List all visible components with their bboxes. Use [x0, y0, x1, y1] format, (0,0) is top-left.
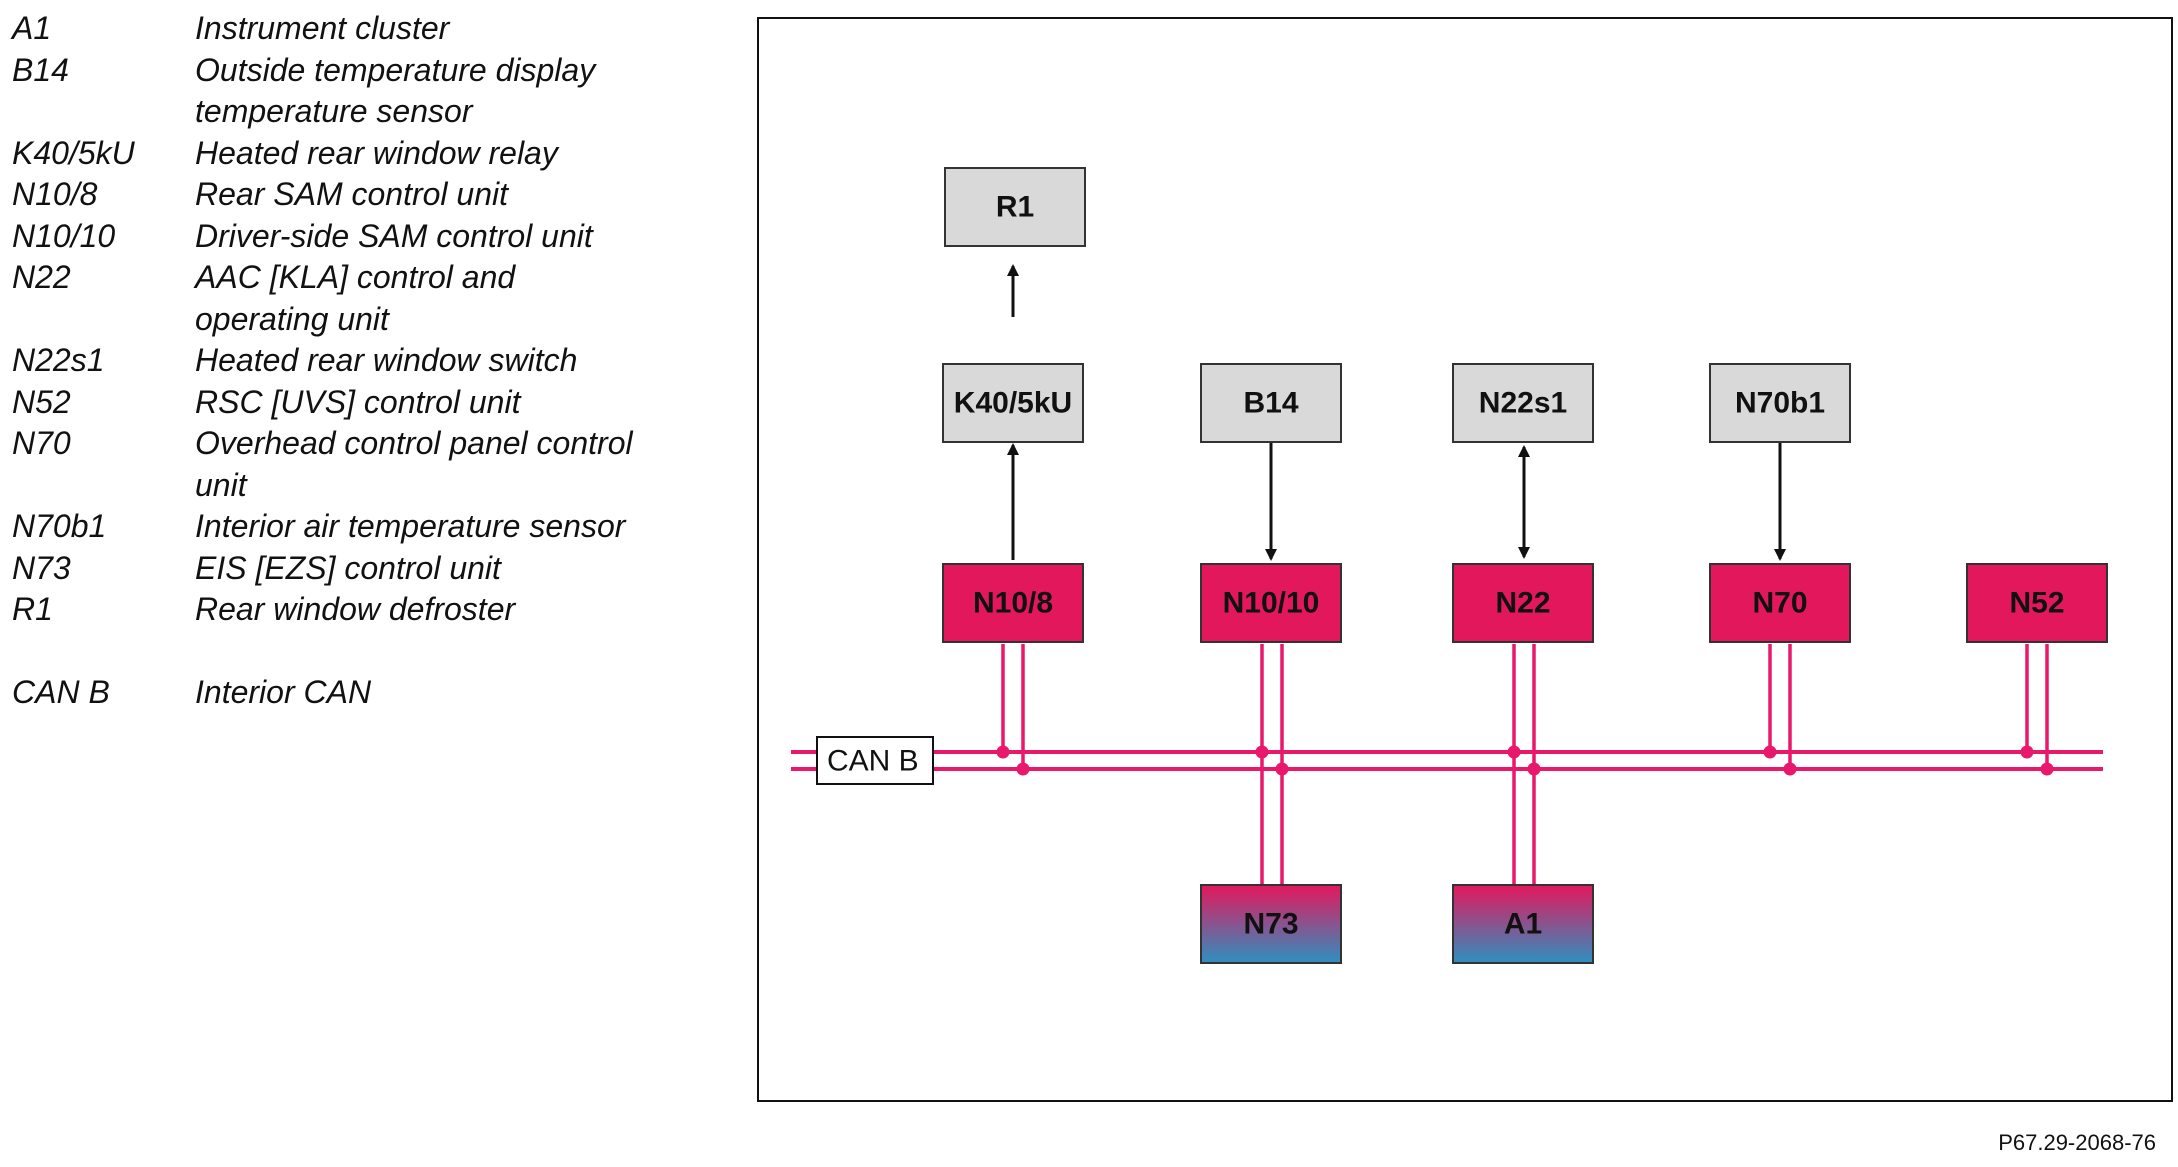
legend-desc: Heated rear window relay	[195, 134, 558, 171]
legend-row: N22s1 Heated rear window switch	[12, 340, 712, 382]
n10-8-label: N10/8	[973, 587, 1053, 620]
legend-row: B14 Outside temperature display temperatu…	[12, 50, 712, 133]
legend-code: B14	[12, 51, 69, 88]
legend-row: R1 Rear window defroster	[12, 589, 712, 631]
gateway-modules: N73 A1	[1200, 884, 1594, 964]
k40-label: K40/5kU	[954, 387, 1072, 420]
grey-components: R1 K40/5kU B14 N22s1 N70b1	[942, 167, 1851, 443]
legend-code: N10/10	[12, 217, 116, 254]
a1-label: A1	[1504, 908, 1542, 941]
a1-box	[1452, 884, 1594, 964]
component-n10-10: N10/10	[1200, 563, 1342, 643]
component-r1: R1	[944, 167, 1086, 247]
legend-row: N73 EIS [EZS] control unit	[12, 548, 712, 590]
legend-row: N22 AAC [KLA] control and operating unit	[12, 257, 712, 340]
component-n22s1: N22s1	[1452, 363, 1594, 443]
n52-box	[1966, 563, 2108, 643]
n22s1-box	[1452, 363, 1594, 443]
legend-code: R1	[12, 591, 53, 627]
can-control-units: N10/8 N10/10 N22 N70 N52	[942, 563, 2108, 643]
legend-desc: RSC [UVS] control unit	[195, 383, 521, 420]
junction-dot	[1275, 762, 1289, 776]
legend-desc: Heated rear window switch	[195, 342, 578, 378]
bus-junctions	[996, 745, 2054, 776]
n73-label: N73	[1243, 908, 1298, 941]
legend-code: N22s1	[12, 342, 105, 378]
can-b-label: CAN B	[827, 745, 919, 778]
component-a1: A1	[1452, 884, 1594, 964]
component-n70b1: N70b1	[1709, 363, 1851, 443]
junction-dot	[1016, 762, 1030, 776]
junction-dot	[1783, 762, 1797, 776]
legend-row: N70 Overhead control panel control unit	[12, 423, 712, 506]
legend-row: N70b1 Interior air temperature sensor	[12, 506, 712, 548]
junction-dot	[2020, 745, 2034, 759]
b14-label: B14	[1243, 387, 1298, 420]
legend-desc: Overhead control panel control unit	[195, 425, 633, 503]
junction-dot	[2040, 762, 2054, 776]
component-k40-5ku: K40/5kU	[942, 363, 1084, 443]
n70-label: N70	[1752, 587, 1807, 620]
legend: A1 Instrument cluster B14 Outside temperat…	[12, 8, 712, 714]
figure-id: P67.29-2068-76	[1998, 1130, 2156, 1155]
legend-desc: Interior air temperature sensor	[195, 508, 626, 544]
legend-code: K40/5kU	[12, 134, 135, 171]
legend-row: N10/8 Rear SAM control unit	[12, 174, 712, 216]
legend-desc: Rear SAM control unit	[195, 176, 509, 212]
legend-desc: EIS [EZS] control unit	[195, 549, 501, 586]
legend-row: A1 Instrument cluster	[12, 8, 712, 50]
component-n10-8: N10/8	[942, 563, 1084, 643]
r1-label: R1	[996, 191, 1034, 224]
legend-row: N10/10 Driver-side SAM control unit	[12, 216, 712, 258]
n10-10-label: N10/10	[1223, 587, 1320, 620]
legend-desc: AAC [KLA] control and operating unit	[195, 259, 516, 337]
legend-desc: Outside temperature display temperature …	[195, 51, 596, 130]
b14-box	[1200, 363, 1342, 443]
component-n70: N70	[1709, 563, 1851, 643]
n73-box	[1200, 884, 1342, 964]
component-n22: N22	[1452, 563, 1594, 643]
legend-desc: Driver-side SAM control unit	[195, 217, 593, 254]
legend-code: N10/8	[12, 176, 98, 212]
legend-code: N52	[12, 383, 71, 420]
junction-dot	[1763, 745, 1777, 759]
legend-code: N22	[12, 259, 71, 295]
legend-desc: Rear window defroster	[195, 591, 516, 627]
can-b-bus: CAN B	[791, 736, 2103, 785]
legend-code: A1	[12, 10, 52, 46]
n70-box	[1709, 563, 1851, 643]
diagram-frame: CAN B	[757, 17, 2173, 1102]
legend-row: K40/5kU Heated rear window relay	[12, 133, 712, 175]
n22-label: N22	[1495, 587, 1550, 620]
legend-code: N70b1	[12, 508, 107, 544]
legend-desc: Interior CAN	[195, 674, 372, 710]
legend-row: CAN B Interior CAN	[12, 672, 712, 714]
junction-dot	[1527, 762, 1541, 776]
n22s1-label: N22s1	[1479, 387, 1567, 420]
n10-10-box	[1200, 563, 1342, 643]
legend-desc: Instrument cluster	[195, 10, 450, 46]
junction-dot	[1507, 745, 1521, 759]
r1-box	[944, 167, 1086, 247]
n52-label: N52	[2009, 587, 2064, 620]
n10-8-box	[942, 563, 1084, 643]
component-b14: B14	[1200, 363, 1342, 443]
legend-code: N70	[12, 425, 71, 461]
legend-code: CAN B	[12, 674, 110, 710]
n70b1-label: N70b1	[1735, 387, 1825, 420]
n22-box	[1452, 563, 1594, 643]
legend-code: N73	[12, 549, 71, 586]
legend-row: N52 RSC [UVS] control unit	[12, 382, 712, 424]
k40-box	[942, 363, 1084, 443]
junction-dot	[1255, 745, 1269, 759]
n70b1-box	[1709, 363, 1851, 443]
bus-drops	[1001, 644, 2049, 885]
component-n73: N73	[1200, 884, 1342, 964]
wiring-diagram: CAN B	[791, 167, 2108, 964]
junction-dot	[996, 745, 1010, 759]
component-n52: N52	[1966, 563, 2108, 643]
can-b-label-box	[816, 736, 934, 785]
signal-connections	[1007, 264, 1786, 561]
